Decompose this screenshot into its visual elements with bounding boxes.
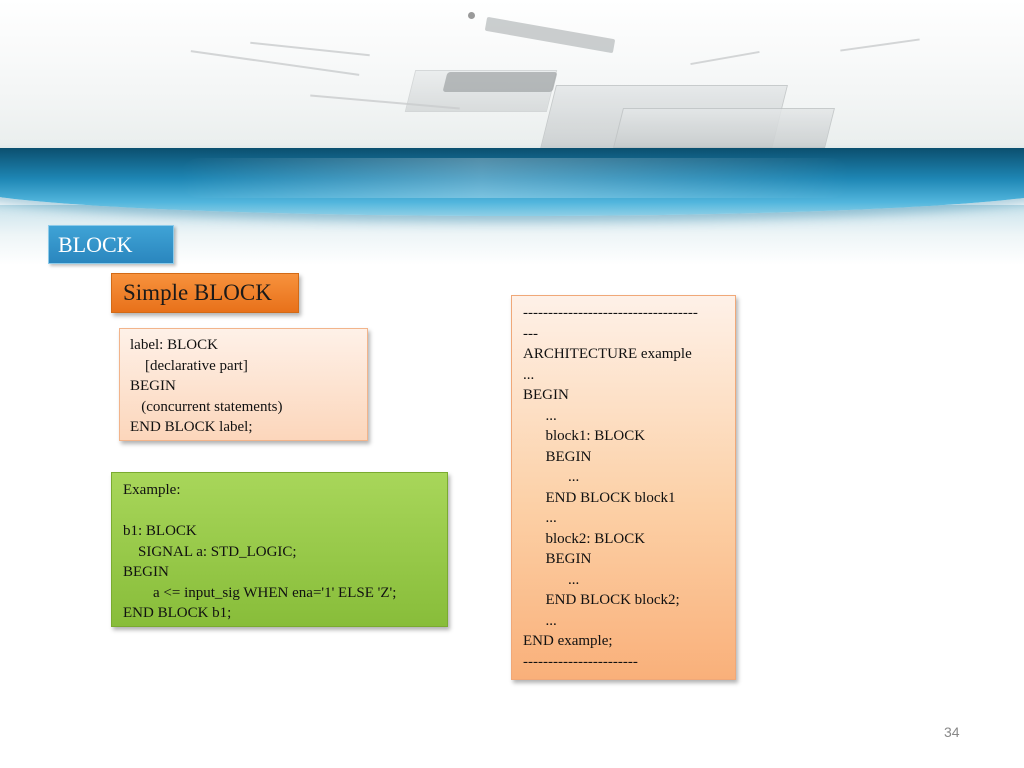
- banner-decoration: [468, 12, 475, 19]
- slide-subtitle: Simple BLOCK: [111, 273, 299, 313]
- header-banner: [0, 0, 1024, 265]
- banner-wave: [0, 148, 1024, 216]
- banner-highlight: [180, 158, 850, 198]
- chip-image: [442, 72, 558, 92]
- example-code-box: Example: b1: BLOCK SIGNAL a: STD_LOGIC; …: [111, 472, 448, 627]
- syntax-code-box: label: BLOCK [declarative part] BEGIN (c…: [119, 328, 368, 441]
- architecture-code-box: ----------------------------------- --- …: [511, 295, 736, 680]
- page-number: 34: [944, 724, 960, 740]
- chip-image: [613, 108, 835, 148]
- slide-title: BLOCK: [48, 225, 174, 264]
